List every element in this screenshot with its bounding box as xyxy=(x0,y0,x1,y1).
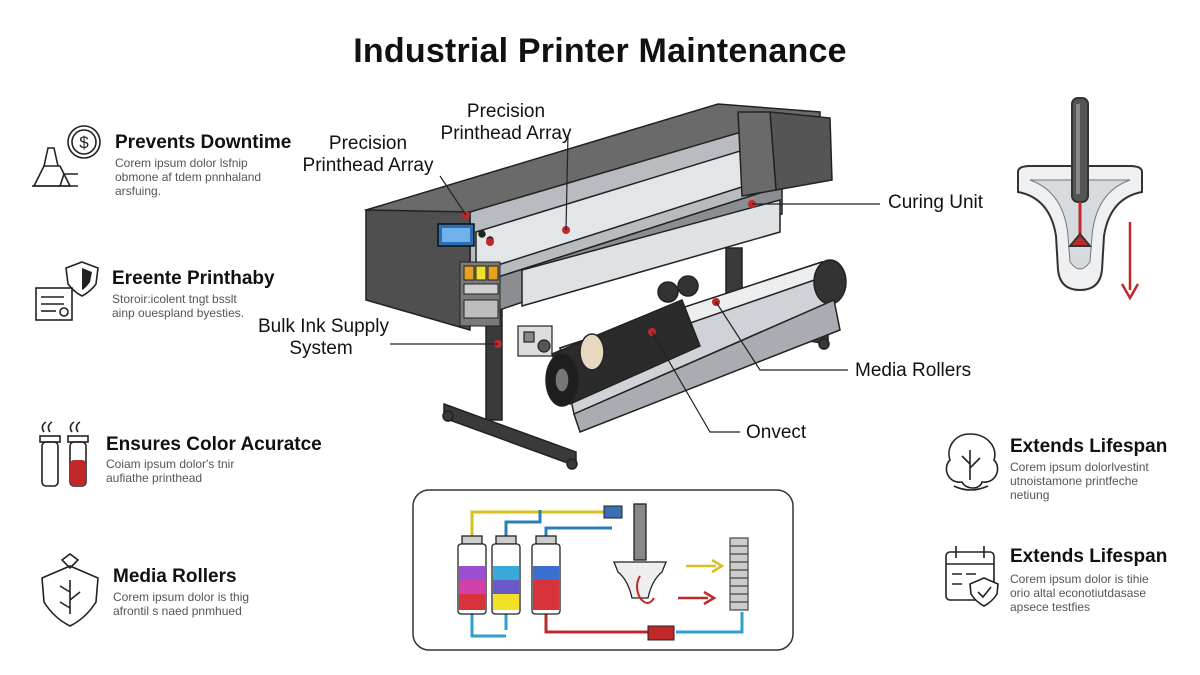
feature-heading: Prevents Downtime xyxy=(115,132,292,153)
page-title: Industrial Printer Maintenance xyxy=(353,32,847,70)
calendar-shield-icon xyxy=(945,546,999,607)
feature-heading: Media Rollers xyxy=(113,566,237,587)
ink-cartridges xyxy=(459,261,501,327)
bulk-ink-valve xyxy=(517,325,553,357)
callout-curing-unit: Curing Unit xyxy=(888,192,984,213)
printhead-section xyxy=(613,503,667,604)
feature-extends-lifespan-1: Extends Lifespan Corem ipsum dolorlvesti… xyxy=(940,428,1180,502)
shield-leaf-icon xyxy=(41,553,99,627)
svg-text:$: $ xyxy=(79,133,89,152)
shield-certificate-icon xyxy=(35,261,99,321)
feature-heading: Extends Lifespan xyxy=(1010,436,1168,457)
feature-description: Coiam ipsum dolor's tnir aufiathe printh… xyxy=(106,457,235,485)
callout-precision-printhead-top: Precision Printhead Array xyxy=(440,101,572,144)
ink-bottles xyxy=(457,535,561,615)
money-gear-icon: $ xyxy=(32,125,101,187)
feature-printhaby: Ereente Printhaby Storoir:icolent tngt b… xyxy=(34,258,294,328)
callout-bulk-ink-supply: Bulk Ink Supply System xyxy=(258,316,389,359)
feature-color-accuracy: Ensures Color Acuratce Coiam ipsum dolor… xyxy=(36,420,322,492)
callout-onvect: Onvect xyxy=(746,422,807,443)
callout-media-rollers: Media Rollers xyxy=(855,360,972,381)
curing-coil xyxy=(729,537,749,611)
feature-media-rollers: Media Rollers Corem ipsum dolor is thig … xyxy=(38,548,298,628)
feature-description: Corem ipsum dolor lsfnip obmone af tdem … xyxy=(115,156,262,198)
feature-description: Corem ipsum dolor is thig afrontil s nae… xyxy=(113,590,250,618)
feature-description: Storoir:icolent tngt bsslt ainp ouesplan… xyxy=(112,292,245,320)
feature-heading: Ereente Printhaby xyxy=(112,268,275,289)
feature-extends-lifespan-2: Extends Lifespan Corem ipsum dolor is ti… xyxy=(944,544,1184,616)
feature-heading: Ensures Color Acuratce xyxy=(106,434,322,455)
callout-precision-printhead-left: Precision Printhead Array xyxy=(302,133,434,176)
printer-body xyxy=(363,103,833,331)
ink-tubes-icon xyxy=(39,421,89,487)
feature-heading: Extends Lifespan xyxy=(1010,546,1168,567)
feature-description: Corem ipsum dolorlvestint utnoistamone p… xyxy=(1010,460,1149,502)
feature-description: Corem ipsum dolor is tihie orio altal ec… xyxy=(1010,572,1149,614)
callout-leaders xyxy=(390,133,880,433)
tree-lifespan-icon xyxy=(945,433,999,491)
media-rollers xyxy=(545,259,847,433)
feature-prevents-downtime: $ Prevents Downtime Corem ipsum dolor ls… xyxy=(30,122,320,198)
